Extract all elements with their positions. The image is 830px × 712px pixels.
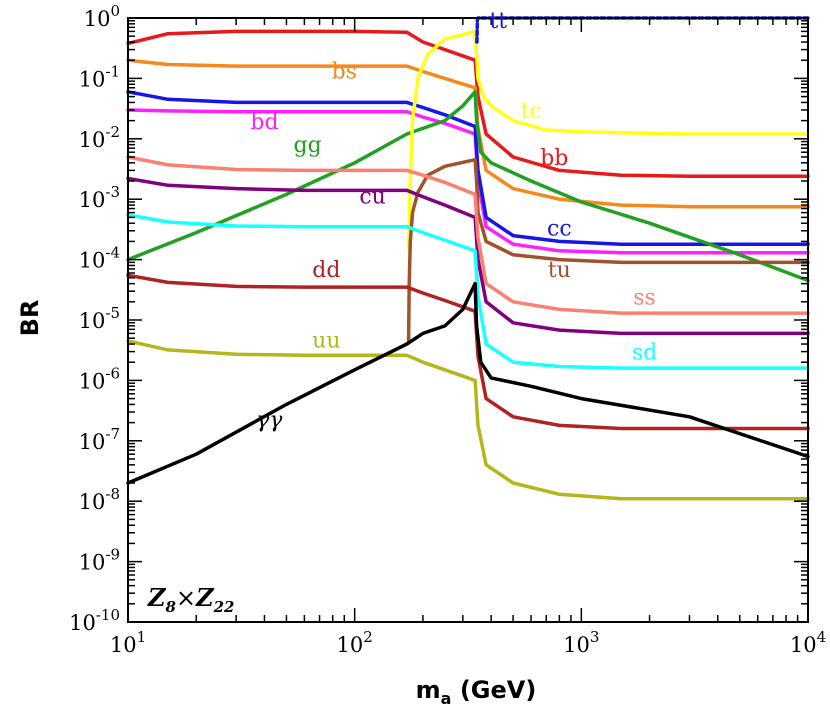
series-label-bb: bb (540, 146, 568, 171)
series-line-gg (126, 90, 810, 283)
x-tick-label: 101 (110, 628, 146, 657)
y-tick-label: 10-9 (79, 546, 120, 575)
model-label: Z8×Z22 (147, 583, 234, 616)
x-tick-exp: 4 (817, 628, 827, 646)
series-label-cu: cu (359, 184, 386, 209)
series-group (126, 16, 810, 501)
y-tick-exp: -6 (105, 364, 120, 382)
x-axis-title: ma (GeV) (416, 676, 537, 708)
y-tick-base: 10 (79, 369, 106, 393)
series-line-tc (406, 29, 810, 251)
series-label-γγ: γγ (256, 408, 283, 433)
series-line-bs (126, 58, 810, 209)
y-tick-exp: -1 (105, 62, 120, 80)
x-tick-base: 10 (790, 633, 817, 657)
series-label-bd: bd (250, 110, 278, 135)
y-axis-title: BR (16, 300, 44, 337)
y-tick-exp: -3 (105, 183, 120, 201)
y-tick-exp: -5 (105, 304, 120, 322)
x-tick-exp: 1 (137, 628, 147, 646)
series-line-sd (126, 213, 810, 370)
y-tick-base: 10 (79, 67, 106, 91)
series-line-γγ (126, 281, 810, 485)
y-tick-base: 10 (79, 309, 106, 333)
x-tick-exp: 3 (590, 628, 600, 646)
y-tick-label: 10-8 (79, 485, 120, 514)
series-label-gg: gg (294, 133, 322, 158)
y-tick-label: 10-2 (79, 123, 120, 152)
plot-frame (127, 17, 809, 623)
y-tick-base: 10 (79, 249, 106, 273)
x-tick-base: 10 (110, 633, 137, 657)
y-tick-base: 10 (79, 490, 106, 514)
series-label-cc: cc (547, 217, 572, 242)
x-tick-label: 103 (563, 628, 599, 657)
x-tick-exp: 2 (363, 628, 373, 646)
x-tick-label: 104 (790, 628, 826, 657)
y-tick-label: 10-10 (69, 606, 120, 635)
series-line-bb (126, 29, 810, 178)
series-line-dd (126, 273, 810, 431)
y-tick-exp: -7 (105, 425, 120, 443)
y-tick-exp: 0 (110, 2, 120, 20)
y-tick-label: 10-3 (79, 183, 120, 212)
series-line-bd (126, 108, 810, 255)
series-label-dd: dd (312, 258, 340, 283)
y-tick-label: 10-6 (79, 364, 120, 393)
series-line-cc (126, 90, 810, 246)
y-tick-base: 10 (79, 188, 106, 212)
y-tick-base: 10 (79, 551, 106, 575)
y-tick-label: 10-1 (79, 62, 120, 91)
x-tick-label: 102 (337, 628, 373, 657)
y-tick-exp: -9 (105, 546, 120, 564)
y-tick-base: 10 (69, 611, 96, 635)
y-tick-base: 10 (79, 430, 106, 454)
x-tick-base: 10 (563, 633, 590, 657)
y-tick-exp: -4 (105, 244, 120, 262)
y-tick-label: 10-7 (79, 425, 120, 454)
y-tick-base: 10 (84, 7, 111, 31)
y-tick-label: 10-5 (79, 304, 120, 333)
series-label-bs: bs (332, 59, 357, 84)
y-tick-exp: -10 (96, 606, 120, 624)
y-tick-label: 10-4 (79, 244, 120, 273)
series-label-tc: tc (520, 99, 541, 124)
series-label-tt: tt (489, 9, 507, 34)
series-line-cu (126, 176, 810, 336)
series-label-uu: uu (312, 329, 340, 354)
y-tick-base: 10 (79, 128, 106, 152)
y-tick-label: 100 (84, 2, 120, 31)
series-line-uu (126, 339, 810, 501)
y-tick-exp: -8 (105, 485, 120, 503)
series-label-sd: sd (632, 341, 657, 366)
series-label-tu: tu (548, 258, 571, 283)
x-tick-base: 10 (337, 633, 364, 657)
y-tick-exp: -2 (105, 123, 120, 141)
series-line-ss (126, 155, 810, 315)
series-label-ss: ss (633, 286, 656, 311)
